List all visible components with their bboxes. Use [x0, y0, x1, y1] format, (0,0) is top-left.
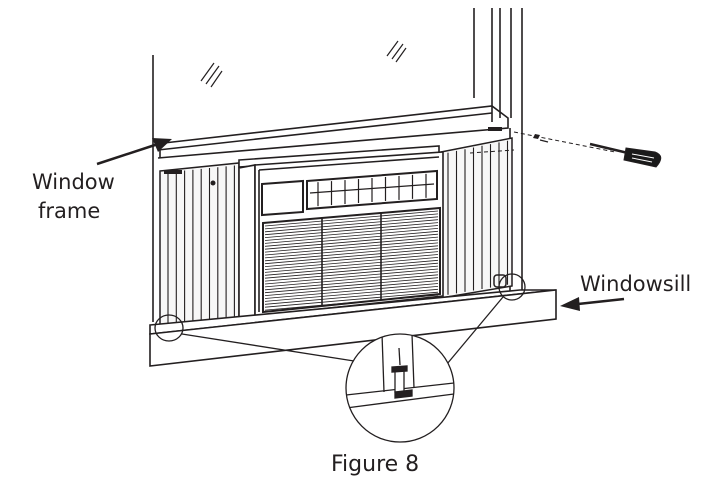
window-frame-arrow-icon	[96, 138, 172, 166]
windowsill-label: Windowsill	[580, 272, 692, 296]
windowsill	[149, 289, 557, 367]
glass-reflection	[200, 40, 407, 88]
side-panels	[159, 127, 513, 331]
windowsill-arrow-icon	[560, 297, 625, 311]
figure-caption: Figure 8	[331, 452, 420, 477]
magnifier-icon	[154, 273, 526, 443]
window-frame-label: Window	[32, 170, 115, 194]
screwdriver-icon	[469, 131, 662, 168]
air-conditioner	[238, 145, 444, 322]
window-frame-label-line2: frame	[38, 199, 101, 223]
